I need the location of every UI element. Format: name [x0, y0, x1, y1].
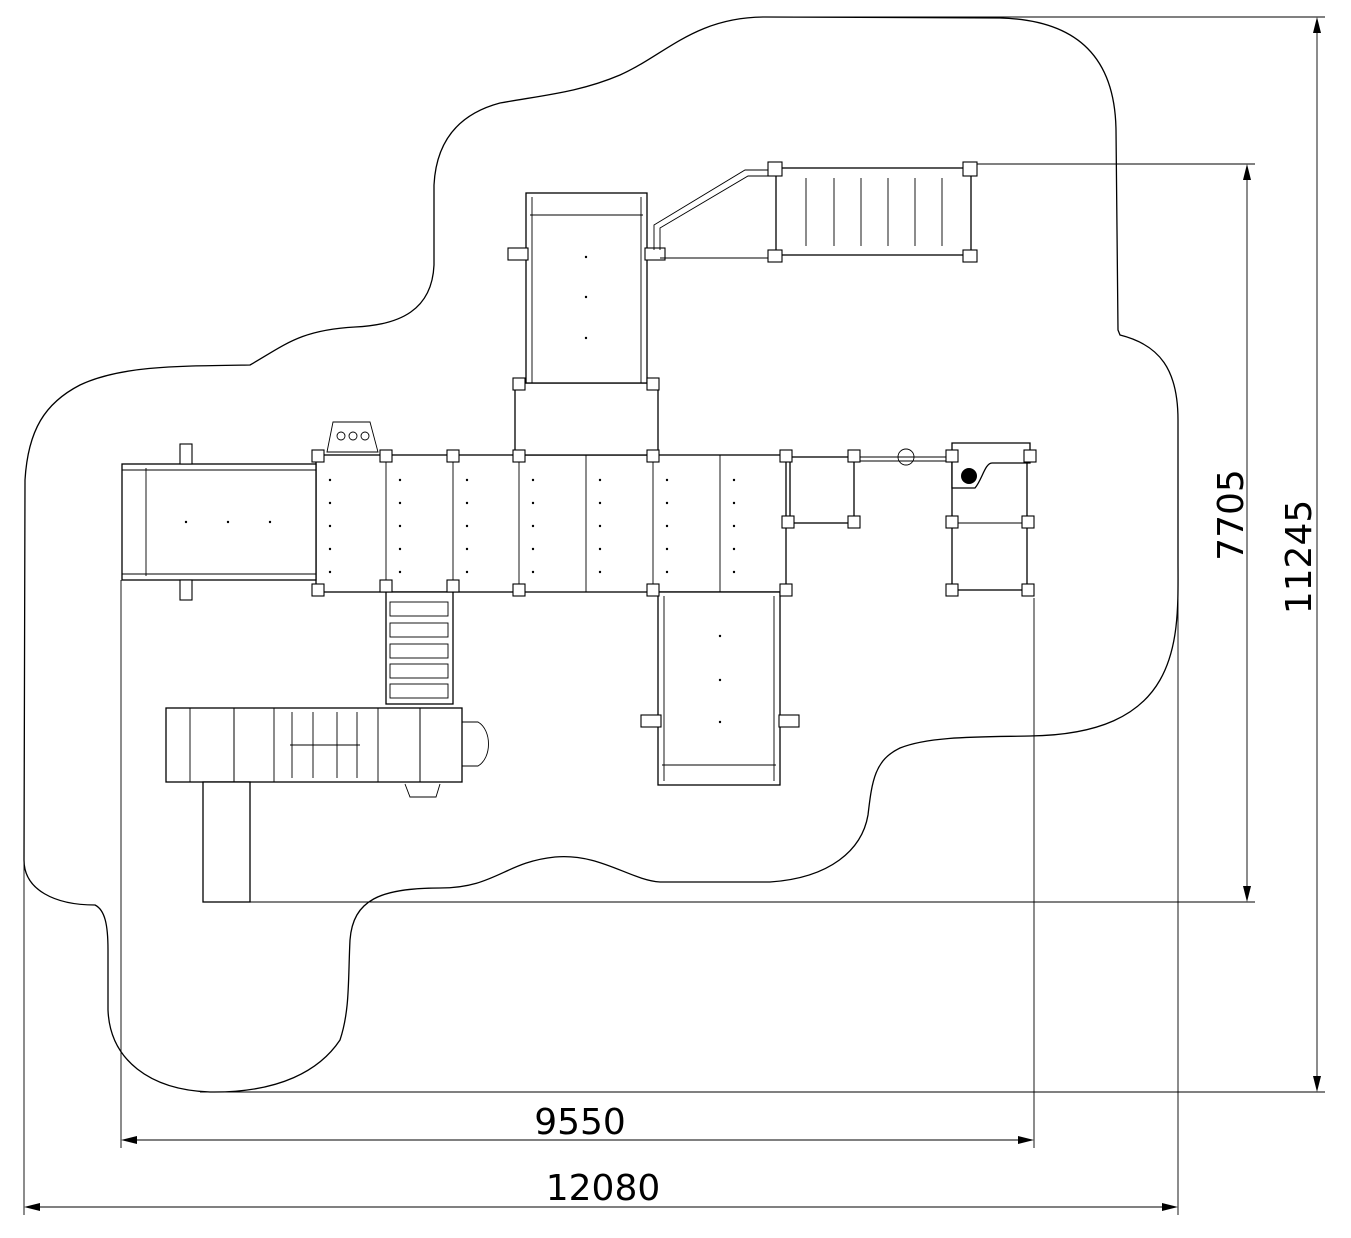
east-tower: [951, 442, 1031, 591]
dimension-inner-width: 9550: [120, 580, 1035, 1148]
dimension-inner-height: 7705: [250, 163, 1255, 903]
dimension-outer-height: 11245: [200, 16, 1325, 1093]
deck-posts: [311, 377, 1037, 597]
slide-west: [121, 443, 317, 601]
dimension-label-outer-width: 12080: [546, 1168, 661, 1209]
deck-bolts: [184, 255, 736, 724]
dimension-outer-width: 12080: [23, 595, 1179, 1215]
dimension-label-inner-height: 7705: [1211, 469, 1252, 561]
dimension-label-outer-height: 11245: [1279, 500, 1320, 615]
slide-south: [640, 591, 800, 786]
main-deck-assembly: [315, 382, 787, 593]
east-bridge: [785, 448, 955, 592]
slide-north: [507, 192, 666, 384]
horizontal-ladder: [653, 161, 978, 263]
dimension-label-inner-width: 9550: [534, 1102, 626, 1143]
staircase-south: [385, 591, 454, 705]
lower-platform-run: [165, 707, 489, 903]
safety-zone-outline: [23, 16, 1179, 1093]
